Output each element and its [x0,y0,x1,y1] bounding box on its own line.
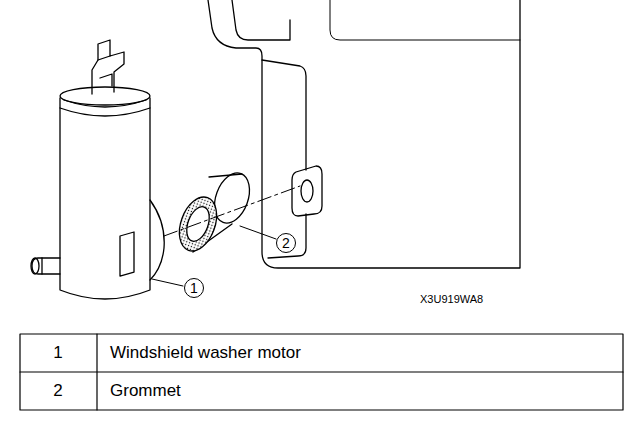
callout-number: 1 [190,281,198,295]
table-cell: Windshield washer motor [110,344,301,363]
leader-line [240,226,276,239]
callout-number: 2 [282,236,290,250]
reservoir-tank [208,0,520,268]
table-cell: 1 [53,344,62,363]
figure-code: X3U919WA8 [420,293,483,305]
leader-line [152,279,183,286]
callout-circle: 1 [184,278,204,298]
parts-table [20,334,623,410]
table-cell: Grommet [110,382,181,401]
grommet-drawing [172,168,255,256]
washer-motor-drawing [31,40,164,299]
table-cell: 2 [53,382,62,401]
center-line [164,186,300,236]
callout-circle: 2 [276,233,296,253]
